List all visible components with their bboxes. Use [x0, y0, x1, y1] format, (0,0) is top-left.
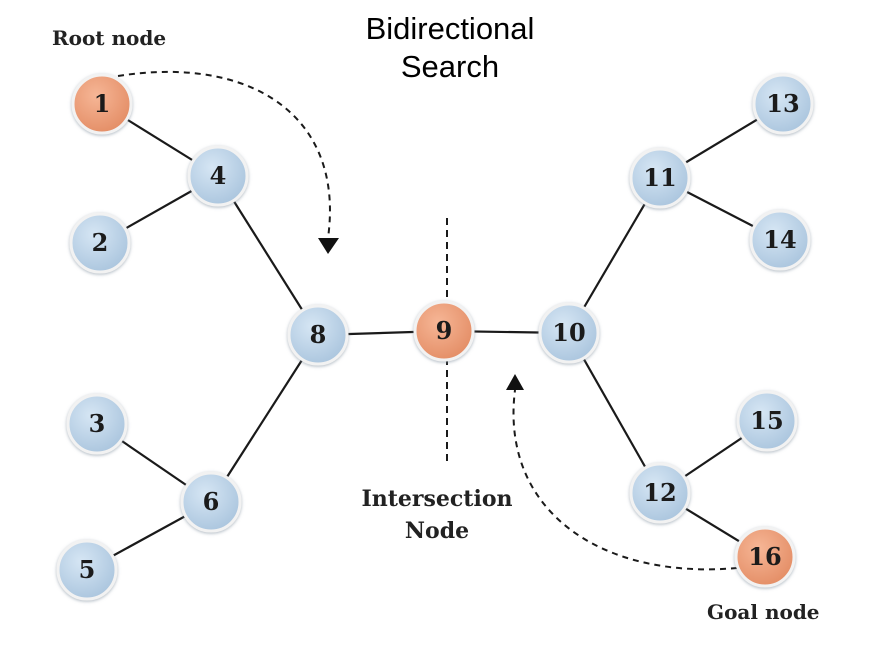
node-circle-15 [736, 390, 798, 452]
node-label-8: 8 [310, 320, 327, 349]
node-label-11: 11 [643, 163, 676, 192]
node-circle-3 [66, 393, 128, 455]
node-label-6: 6 [203, 487, 220, 516]
forward-search-arrow [117, 70, 331, 239]
node-circle-6 [180, 471, 242, 533]
node-label-15: 15 [750, 406, 783, 435]
root-node-label: Root node [52, 26, 167, 50]
node-circle-4 [187, 145, 249, 207]
node-label-10: 10 [552, 318, 585, 347]
node-label-3: 3 [89, 409, 106, 438]
node-label-1: 1 [94, 89, 111, 118]
node-13: 13 [752, 73, 814, 135]
node-label-12: 12 [643, 478, 676, 507]
node-10: 10 [538, 302, 600, 364]
node-2: 2 [69, 212, 131, 274]
node-label-13: 13 [766, 89, 799, 118]
node-circle-8 [287, 304, 349, 366]
node-11: 11 [629, 147, 691, 209]
node-16: 16 [734, 526, 796, 588]
node-5: 5 [56, 539, 118, 601]
edge-10-12 [568, 332, 661, 494]
node-circle-11 [629, 147, 691, 209]
node-12: 12 [629, 462, 691, 524]
node-label-5: 5 [79, 555, 96, 584]
edge-8-6 [210, 334, 319, 503]
intersection-label-line-1: Intersection [361, 486, 513, 512]
intersection-node-label: Intersection Node [357, 483, 517, 547]
node-circle-14 [749, 209, 811, 271]
node-circle-16 [734, 526, 796, 588]
node-circle-9 [413, 300, 475, 362]
node-label-9: 9 [436, 316, 453, 345]
node-circle-12 [629, 462, 691, 524]
node-1: 1 [71, 73, 133, 135]
intersection-label-line-2: Node [404, 518, 470, 544]
node-circle-13 [752, 73, 814, 135]
node-4: 4 [187, 145, 249, 207]
node-circle-10 [538, 302, 600, 364]
node-circle-2 [69, 212, 131, 274]
node-circle-5 [56, 539, 118, 601]
node-6: 6 [180, 471, 242, 533]
forward-arrowhead [318, 238, 339, 254]
node-14: 14 [749, 209, 811, 271]
title-line-1: Bidirectional [365, 11, 535, 46]
goal-node-label: Goal node [707, 600, 820, 624]
node-circle-1 [71, 73, 133, 135]
node-9: 9 [413, 300, 475, 362]
diagram-title: Bidirectional Search [350, 10, 550, 86]
backward-search-arrow [512, 389, 738, 571]
title-line-2: Search [400, 49, 500, 84]
node-8: 8 [287, 304, 349, 366]
node-15: 15 [736, 390, 798, 452]
node-label-16: 16 [748, 542, 781, 571]
node-label-2: 2 [92, 228, 109, 257]
backward-arrowhead [506, 374, 524, 390]
edge-4-8 [217, 175, 319, 336]
node-3: 3 [66, 393, 128, 455]
node-label-14: 14 [763, 225, 796, 254]
node-label-4: 4 [210, 161, 227, 190]
